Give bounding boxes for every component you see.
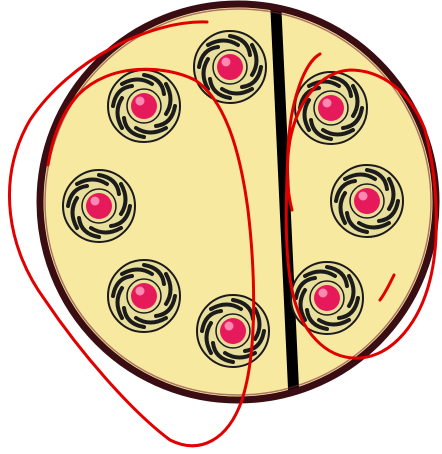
- rosette-bead-icon: [197, 295, 269, 367]
- rosette-bead-icon: [108, 70, 180, 142]
- rosette-bead-icon: [63, 170, 135, 242]
- rosette-bead-icon: [108, 260, 180, 332]
- rosette-bead-icon: [295, 72, 367, 144]
- rosette-bead-icon: [194, 31, 266, 103]
- rosette-bead-icon: [331, 165, 403, 237]
- rosette-bead-icon: [291, 262, 363, 334]
